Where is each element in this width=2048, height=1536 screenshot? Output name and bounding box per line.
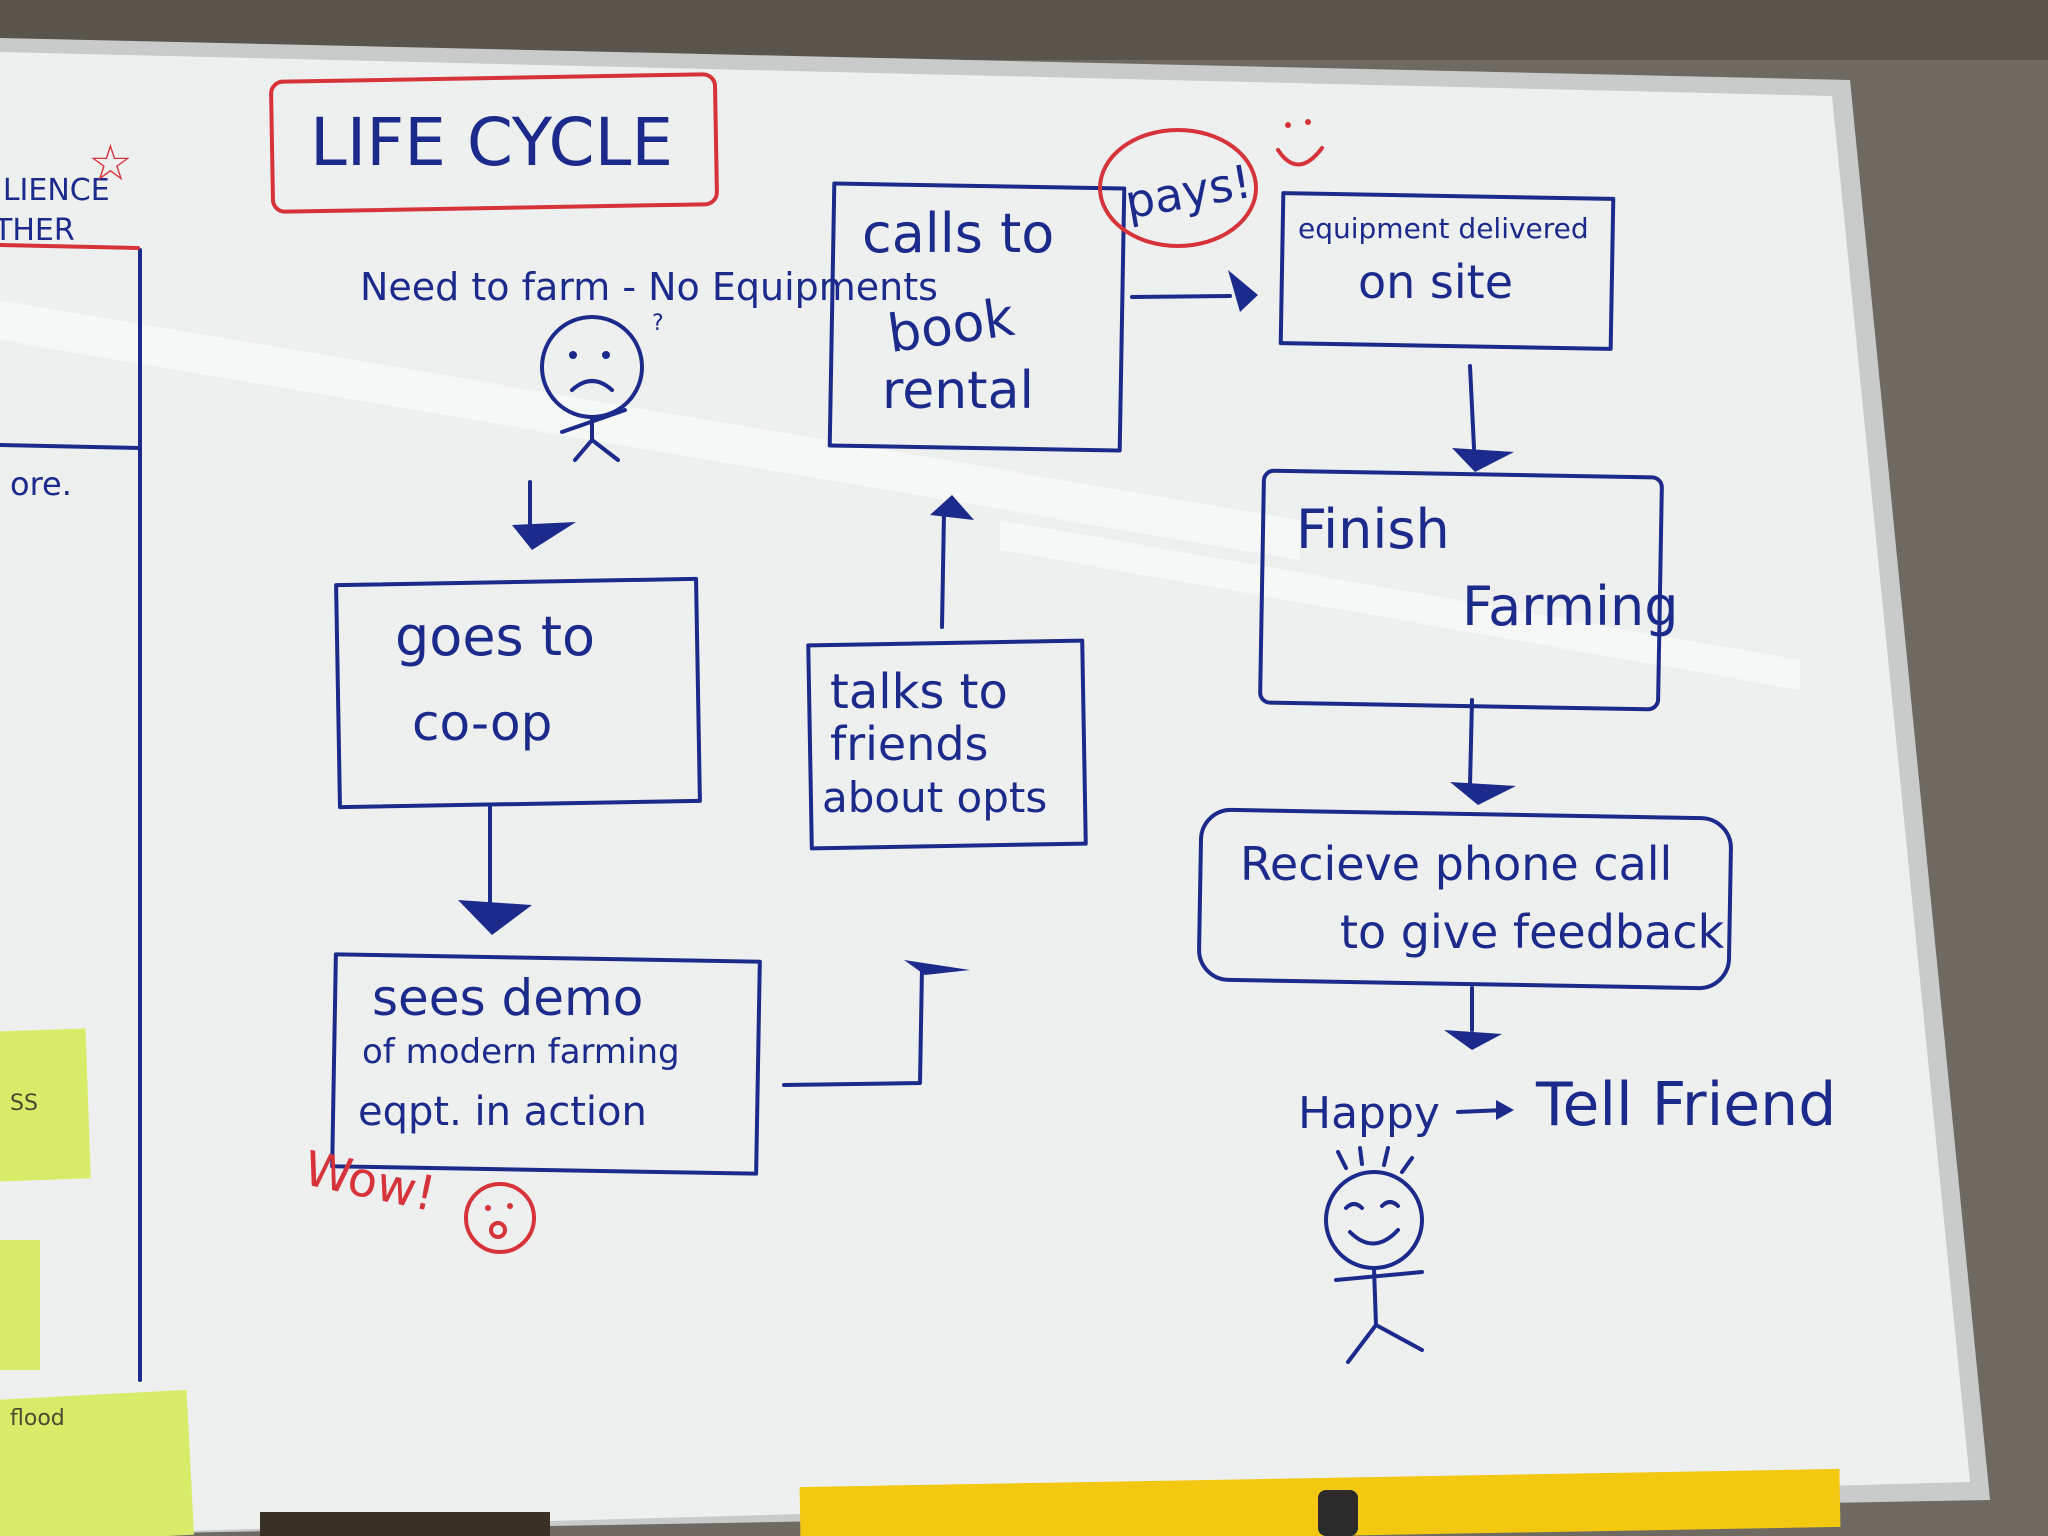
arrow-equipment-to-finish: [1452, 364, 1514, 472]
demo-line-3: eqpt. in action: [358, 1089, 647, 1135]
demo-line-2: of modern farming: [362, 1032, 680, 1072]
arrow-calls-to-equipment: [1130, 270, 1258, 312]
left-divider-horizontal: [0, 443, 142, 450]
demo-line-1: sees demo: [372, 969, 643, 1027]
board-glare-2: [1000, 520, 1800, 690]
finish-line-1: Finish: [1296, 498, 1450, 561]
box-receive-call: Recieve phone call to give feedback: [1197, 807, 1733, 991]
arrow-right-icon: [1456, 1100, 1514, 1120]
sticky-note-3: [0, 1389, 195, 1536]
sad-stick-figure-icon: [540, 315, 644, 462]
call-line-2: to give feedback: [1340, 905, 1725, 959]
box-equipment-delivered: equipment delivered on site: [1278, 191, 1616, 351]
friends-line-3: about opts: [822, 773, 1047, 822]
left-fragment-2: THER: [0, 213, 75, 248]
coop-line-2: co-op: [412, 694, 552, 752]
calls-line-3: rental: [882, 361, 1034, 421]
board-surface: [0, 52, 1970, 1536]
equipment-line-1: equipment delivered: [1298, 212, 1589, 245]
friends-line-2: friends: [830, 717, 989, 771]
question-mark: ?: [652, 311, 664, 336]
arrow-finish-to-call: [1450, 698, 1516, 805]
finish-line-2: Farming: [1462, 575, 1679, 638]
equipment-line-2: on site: [1358, 255, 1513, 309]
left-red-line: [0, 243, 140, 250]
coop-line-1: goes to: [395, 605, 595, 668]
sticky-note-3-text: flood: [10, 1406, 65, 1431]
box-talks-to-friends: talks to friends about opts: [806, 638, 1088, 851]
left-fragment-3: ore.: [10, 465, 72, 503]
call-line-1: Recieve phone call: [1240, 837, 1672, 891]
box-sees-demo: sees demo of modern farming eqpt. in act…: [330, 952, 762, 1176]
arrow-call-to-happy: [1444, 986, 1502, 1050]
arrow-friends-to-calls: [930, 495, 974, 629]
surprised-face-icon: [464, 1182, 536, 1254]
sticky-note-1: [0, 1028, 91, 1182]
start-text: Need to farm - No Equipments: [360, 265, 938, 309]
board-glare: [0, 300, 1300, 560]
box-goes-to-coop: goes to co-op: [334, 576, 702, 810]
title-box: [269, 72, 719, 214]
sticky-note-2: [0, 1240, 40, 1370]
arrow-demo-to-friends: [782, 960, 970, 1087]
happy-text: Happy: [1298, 1088, 1440, 1139]
desk-object: [260, 1512, 550, 1536]
red-star-icon: ☆: [88, 134, 133, 192]
arrow-start-to-coop: [512, 480, 576, 550]
tray-clip: [1318, 1490, 1358, 1536]
happy-stick-figure-icon: [1324, 1146, 1424, 1364]
arrow-coop-to-demo: [458, 803, 532, 935]
page-title: LIFE CYCLE: [310, 104, 673, 181]
calls-line-1: calls to: [862, 202, 1054, 265]
smiley-icon: [1276, 119, 1324, 167]
tell-friend-text: Tell Friend: [1535, 1070, 1836, 1140]
sticky-note-1-text: SS: [10, 1091, 38, 1116]
box-finish-farming: Finish Farming: [1258, 468, 1679, 712]
pays-circle: [1098, 128, 1258, 248]
friends-line-1: talks to: [830, 664, 1008, 720]
left-fragment-1: ILIENCE: [0, 173, 110, 208]
